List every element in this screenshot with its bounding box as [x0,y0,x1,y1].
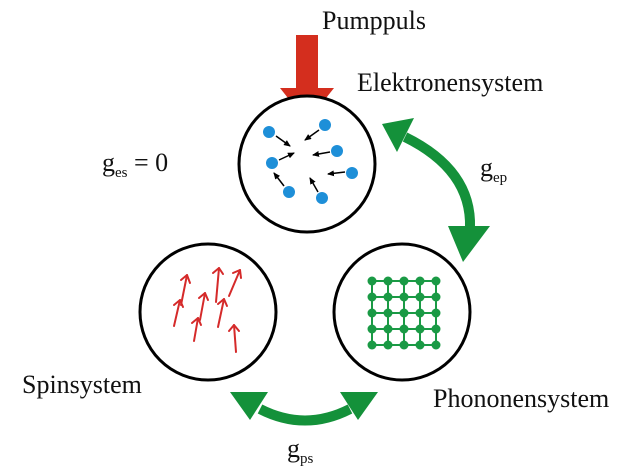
lattice-atom [367,292,377,302]
lattice-atom [367,276,377,286]
electron-motion-arrow-icon [312,151,331,157]
g-ep-base: g [480,153,493,182]
g-es-base: g [102,148,115,177]
lattice-atom [383,324,393,334]
lattice-atom [431,340,441,350]
spin-arrow-icon [212,267,224,303]
electron-dot-icon [316,192,328,204]
spin-arrow-icon [173,299,184,327]
lattice-atom [399,340,409,350]
lattice-atom [383,308,393,318]
electron-contents [263,119,358,204]
coupling-ps-arrow-icon [230,392,378,426]
g-ep-subscript: ep [493,170,508,186]
spin-system-circle [138,242,278,382]
g-ps-subscript: ps [300,451,314,467]
electron-motion-arrow-icon [273,172,285,187]
lattice-atom [399,276,409,286]
electron-motion-arrow-icon [278,152,295,161]
electron-dot-icon [319,119,331,131]
electron-motion-arrow-icon [304,129,320,141]
electron-dot-icon [331,145,343,157]
spin-arrow-icon [217,298,228,328]
lattice-atom [383,276,393,286]
lattice-atom [415,276,425,286]
electron-dot-icon [346,167,358,179]
g-ps-base: g [287,434,300,463]
coupling-ep-arrow-icon [382,118,490,262]
electron-motion-arrow-icon [327,170,346,177]
g-es-subscript: es [115,165,128,181]
electron-system-circle [237,94,377,234]
spin-arrow-icon [228,269,242,297]
electron-system-label: Elektronensystem [357,68,544,97]
lattice-atom [431,276,441,286]
spin-arrow-icon [198,292,209,321]
lattice-atom [383,292,393,302]
lattice-atom [367,324,377,334]
lattice-atom [415,324,425,334]
spin-contents [173,267,242,353]
lattice-atom [367,308,377,318]
phonon-lattice-icon [367,276,441,350]
electron-dot-icon [283,186,295,198]
spin-system-label: Spinsystem [22,370,142,399]
pump-label: Pumppuls [322,6,427,35]
lattice-atom [367,340,377,350]
electron-dot-icon [266,157,278,169]
lattice-atom [431,308,441,318]
spin-arrow-icon [228,324,240,353]
lattice-atom [399,292,409,302]
spin-arrow-icon [180,274,191,306]
electron-dot-icon [263,126,275,138]
lattice-atom [399,308,409,318]
lattice-atom [415,308,425,318]
electron-motion-arrow-icon [309,177,319,193]
lattice-atom [383,340,393,350]
phonon-system-label: Phononensystem [433,384,610,413]
g-es-equals: = 0 [127,148,169,177]
lattice-atom [399,324,409,334]
lattice-atom [431,324,441,334]
g-ep-label: gep [480,153,507,186]
spin-arrow-icon [191,317,202,342]
lattice-atom [431,292,441,302]
g-ps-label: gps [287,434,313,467]
electron-motion-arrow-icon [275,135,291,147]
g-es-label: ges = 0 [102,148,169,181]
lattice-atom [415,292,425,302]
lattice-atom [415,340,425,350]
